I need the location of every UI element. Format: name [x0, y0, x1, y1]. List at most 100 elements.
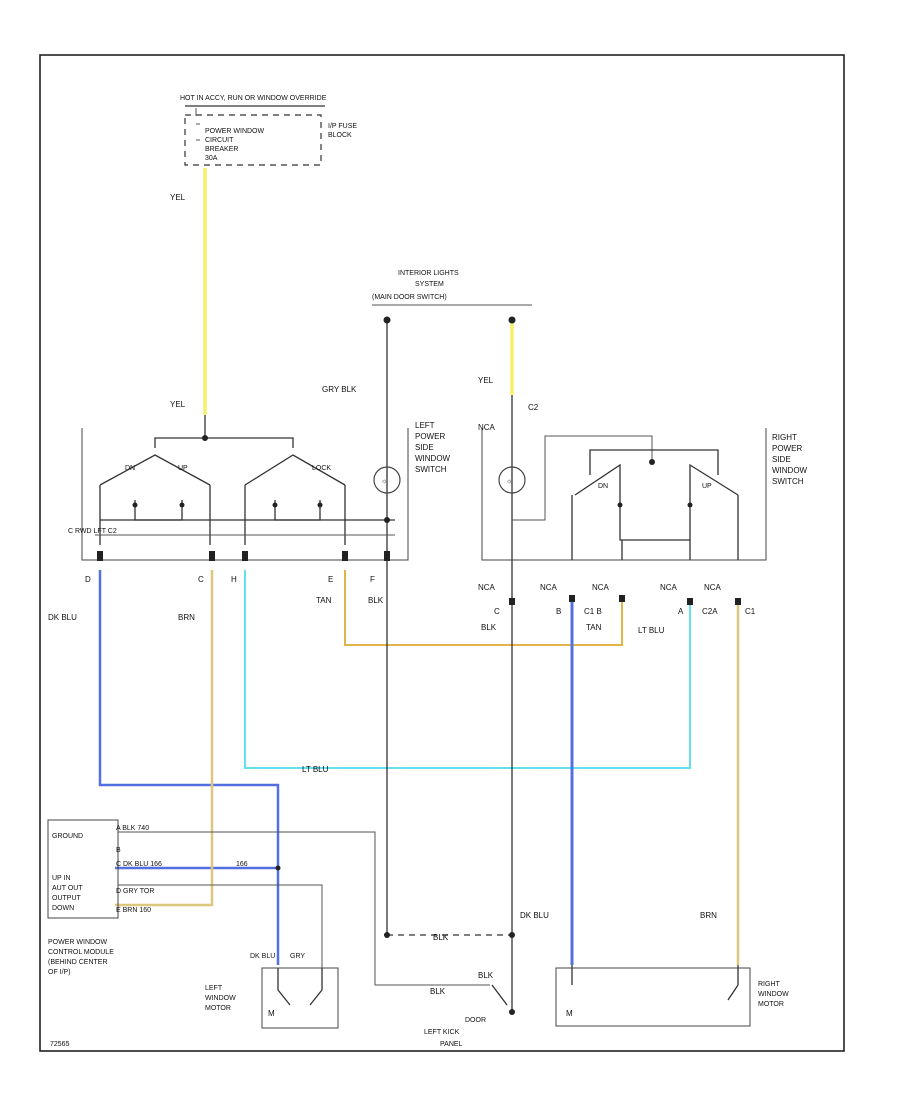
pin-d-label: D: [85, 575, 91, 584]
blk-switch-label: BLK: [478, 971, 494, 980]
c2a-label: C2A: [702, 607, 718, 616]
right-window-switch: ☼ DN UP RIGHT POWER SIDE WINDOW SWITCH: [481, 428, 808, 561]
left-switch-legs: [99, 485, 346, 545]
splice-dot-3: [384, 932, 390, 938]
right-switch-name-4: WINDOW: [772, 466, 808, 475]
splice-dot-5: [509, 1009, 515, 1015]
right-motor-m-label: M: [566, 1009, 573, 1018]
b-terminal: [569, 595, 575, 602]
diagram-frame: [39, 54, 845, 1052]
right-switch-name-5: SWITCH: [772, 477, 804, 486]
left-switch-dot-6: [384, 517, 390, 523]
interior-label-1: INTERIOR LIGHTS: [398, 270, 459, 277]
door-label-1: DOOR: [465, 1017, 486, 1024]
splice-dot-6: [275, 865, 281, 871]
module-name-2: CONTROL MODULE: [48, 949, 114, 956]
wire-tan: [344, 570, 623, 646]
lt-blu-right-label: LT BLU: [638, 626, 665, 635]
c1b-terminal: [619, 595, 625, 602]
left-switch-name-1: LEFT: [415, 421, 435, 430]
module-pin-b: B: [116, 847, 121, 854]
left-motor-dk-blu: DK BLU: [250, 953, 275, 960]
left-motor-m-label: M: [268, 1009, 275, 1018]
wire-gry-module: [118, 884, 323, 968]
nca-label-4: NCA: [592, 583, 610, 592]
left-switch-inner: [134, 500, 321, 521]
c2-label: C2: [528, 403, 539, 412]
pin-f-label: F: [370, 575, 375, 584]
connector-labels: D C H E F TAN BLK NCA NCA NCA NCA NCA C …: [48, 575, 756, 774]
left-window-motor: DK BLU GRY M LEFT WINDOW MOTOR: [205, 953, 339, 1029]
right-switch-lower: [619, 505, 691, 541]
left-up-code: C RWD LFT C2: [68, 528, 117, 535]
left-switch-contacts: [99, 454, 346, 486]
c-blk-color-label: BLK: [481, 623, 497, 632]
left-motor-name-2: WINDOW: [205, 995, 236, 1002]
left-switch-dot-4: [272, 502, 278, 508]
right-motor-leads: [571, 965, 739, 1001]
pin-h-label: H: [231, 575, 237, 584]
pin-h-terminal: [242, 551, 248, 561]
right-up-label: UP: [702, 483, 712, 490]
door-switch-contact: [491, 984, 508, 1006]
c1-label: C1: [745, 607, 756, 616]
nca-label-1: NCA: [478, 423, 496, 432]
left-switch-dot-3: [179, 502, 185, 508]
pin-e-terminal: [342, 551, 348, 561]
left-lamp-glyph: ☼: [381, 478, 387, 485]
left-motor-name-1: LEFT: [205, 985, 223, 992]
left-switch-dot-5: [317, 502, 323, 508]
left-switch-name-2: POWER: [415, 432, 445, 441]
right-motor-name-2: WINDOW: [758, 991, 789, 998]
gry-blk-label: GRY BLK: [322, 385, 357, 394]
left-motor-gry: GRY: [290, 953, 305, 960]
blk-label: BLK: [368, 596, 384, 605]
module-pin-e: E BRN 160: [116, 907, 151, 914]
c-blk-pin-label: C: [494, 607, 500, 616]
wire-lt-blu: [244, 570, 691, 769]
tan-2-label: TAN: [586, 623, 602, 632]
splice-dot-4: [509, 932, 515, 938]
wire-dk-blu-left: [98, 570, 280, 965]
right-motor-box: [555, 967, 751, 1027]
right-switch-contacts: [574, 463, 739, 505]
c-blk-terminal: [509, 598, 515, 605]
fuse-symbol: [195, 108, 200, 141]
module-name-3: (BEHIND CENTER: [48, 959, 108, 966]
c1-terminal: [735, 598, 741, 605]
blk-bus-label: BLK: [433, 933, 449, 942]
left-switch-dot-2: [132, 502, 138, 508]
left-motor-leads: [277, 968, 323, 1006]
nca-label-5: NCA: [660, 583, 678, 592]
nca-label-6: NCA: [704, 583, 722, 592]
left-switch-name-4: WINDOW: [415, 454, 451, 463]
right-motor-name-1: RIGHT: [758, 981, 781, 988]
tan-label: TAN: [316, 596, 332, 605]
door-label-2: LEFT KICK: [424, 1029, 460, 1036]
right-switch-housing: [481, 428, 767, 561]
lt-blu-mid-label: LT BLU: [302, 765, 329, 774]
right-switch-name-2: POWER: [772, 444, 802, 453]
blk-lower-label: BLK: [430, 987, 446, 996]
left-switch-lamp: [373, 466, 401, 494]
control-module: GROUND UP IN AUT OUT OUTPUT DOWN A BLK 7…: [47, 819, 248, 976]
left-lock-label: LOCK: [312, 465, 331, 472]
fuse-block: HOT IN ACCY, RUN OR WINDOW OVERRIDE POWE…: [180, 95, 357, 166]
right-lamp-glyph: ☼: [506, 478, 512, 485]
fuse-block-2: BLOCK: [328, 132, 352, 139]
footer-code: 72565: [50, 1041, 70, 1048]
fuse-hot-label: HOT IN ACCY, RUN OR WINDOW OVERRIDE: [180, 95, 327, 102]
right-switch-lamp: [498, 466, 526, 494]
module-pin-a: A BLK 740: [116, 825, 149, 832]
black-wires: [118, 316, 516, 1015]
pin-d-terminal: [97, 551, 103, 561]
fuse-name-3: BREAKER: [205, 146, 238, 153]
fuse-name-4: 30A: [205, 155, 218, 162]
nca-label-2: NCA: [478, 583, 496, 592]
wire-blk-ground: [118, 831, 490, 986]
right-switch-top-bar: [589, 449, 719, 475]
module-out-2: AUT OUT: [52, 885, 83, 892]
interior-label-2: SYSTEM: [415, 281, 444, 288]
module-out-1: UP IN: [52, 875, 71, 882]
pin-c-label: C: [198, 575, 204, 584]
